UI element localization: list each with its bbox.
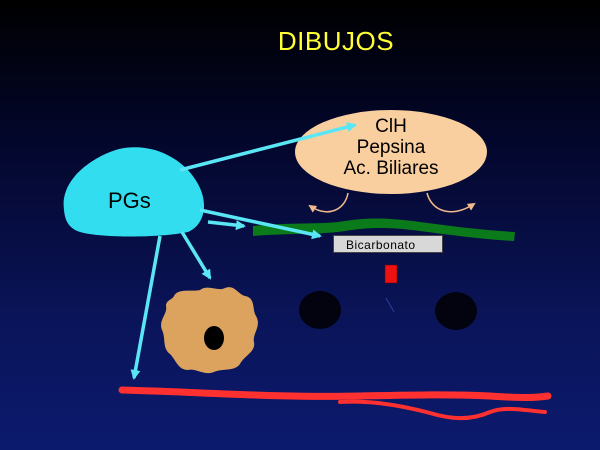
arrow-to-mucus — [199, 208, 322, 240]
slide-title: DIBUJOS — [277, 26, 395, 56]
peach-arrow-left — [308, 192, 349, 213]
aggressor-3: Ac. Biliares — [343, 158, 439, 179]
arrow-to-mucus-short — [207, 220, 246, 231]
aggressors-oval — [295, 110, 487, 194]
red-marker — [384, 264, 398, 284]
arrow-to-cell — [180, 231, 212, 280]
arrow-to-aggressors — [179, 122, 357, 172]
peach-arrow-right — [426, 192, 476, 213]
blood-vessel-branch — [338, 399, 547, 421]
mucus-layer — [253, 218, 515, 241]
barrier-label: Bicarbonato — [333, 235, 443, 253]
thin-line — [385, 297, 395, 313]
dark-cell-left — [299, 291, 341, 329]
dark-cell-right — [435, 292, 477, 330]
arrow-to-vessel — [130, 235, 162, 380]
gland-label: PGs — [108, 188, 151, 213]
gland-shape — [63, 147, 205, 237]
aggressor-2: Pepsina — [356, 137, 426, 158]
aggressor-1: ClH — [375, 116, 407, 137]
blood-vessel-main — [118, 386, 552, 401]
cell-nucleus — [204, 326, 224, 350]
